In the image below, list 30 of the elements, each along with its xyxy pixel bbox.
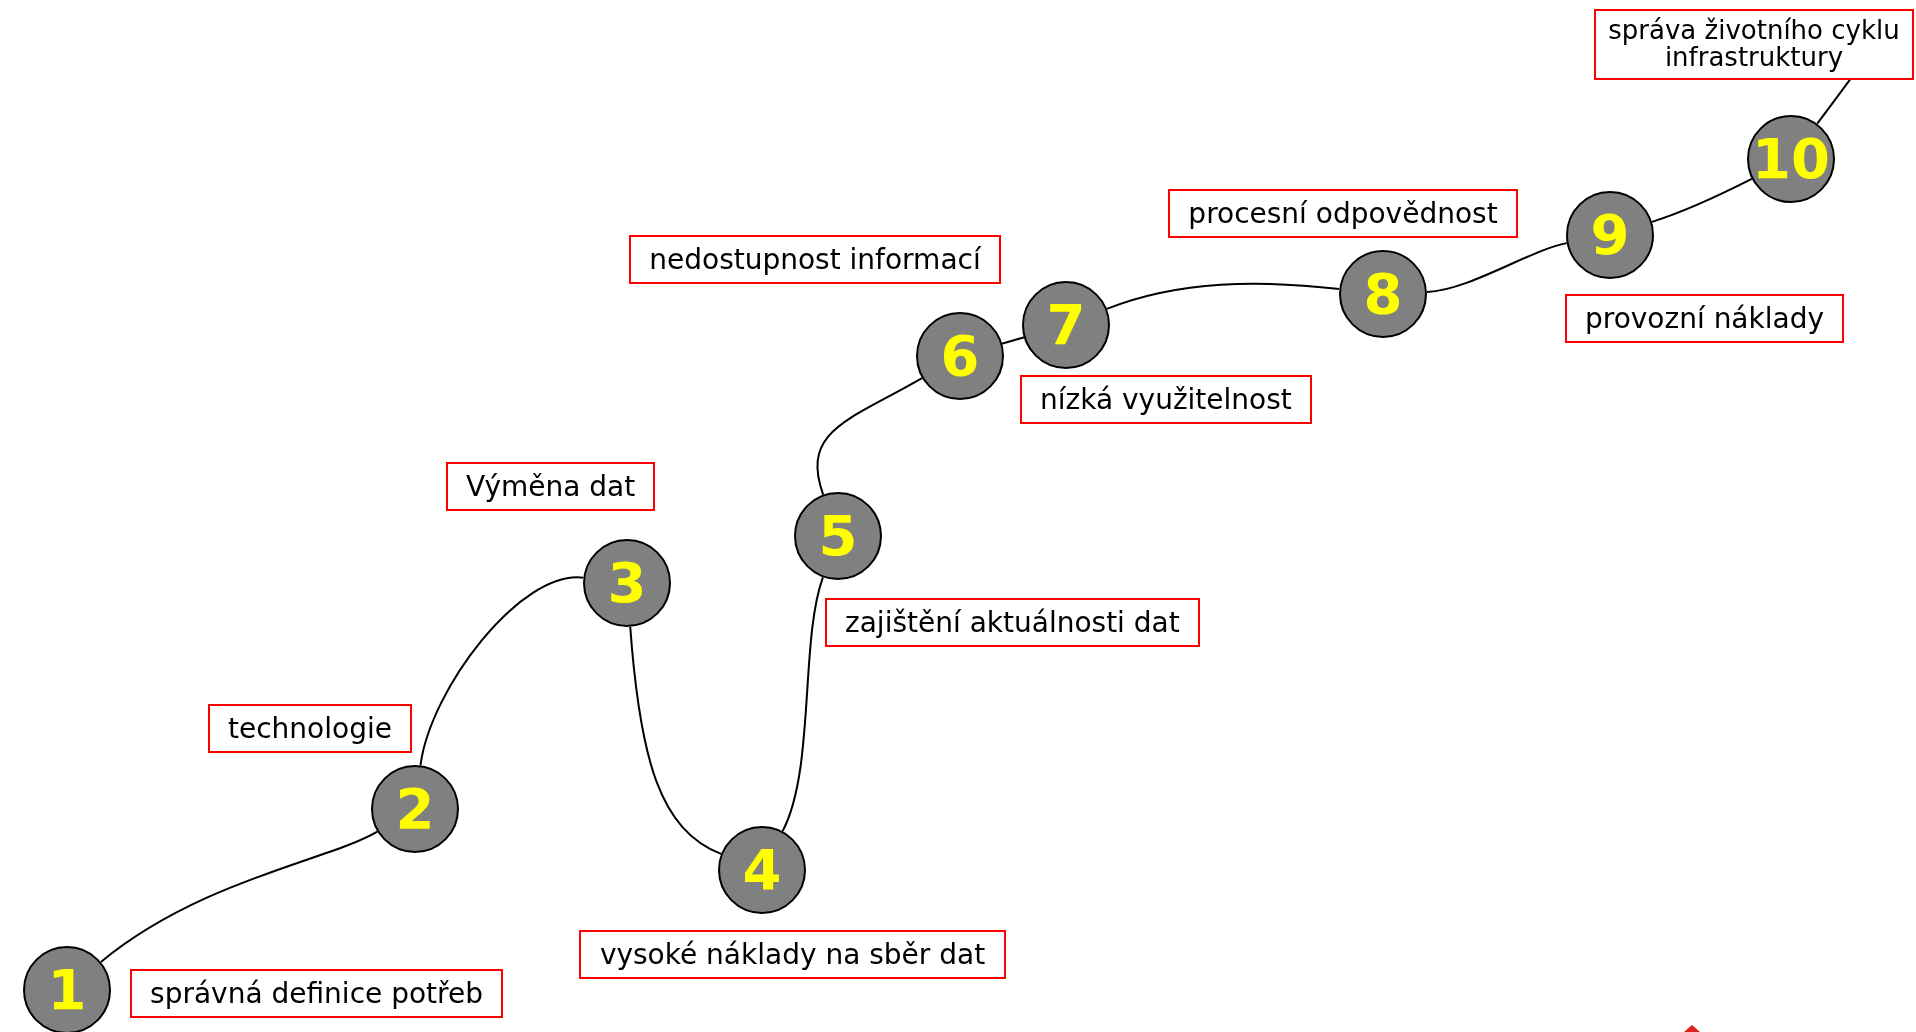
label-box: správa životního cyklu infrastruktury — [1594, 9, 1914, 80]
step-number: 10 — [1752, 131, 1830, 187]
step-number: 7 — [1046, 297, 1086, 353]
connector-line — [781, 576, 824, 833]
connector-line — [99, 830, 379, 963]
connector-line — [1105, 282, 1341, 310]
step-number: 9 — [1590, 207, 1630, 263]
label-box: procesní odpovědnost — [1168, 189, 1518, 239]
label-box: správná definice potřeb — [130, 969, 503, 1019]
step-number: 5 — [818, 508, 858, 564]
label-box: zajištění aktuálnosti dat — [825, 598, 1200, 648]
connector-line — [1001, 336, 1025, 345]
connector-line — [419, 576, 585, 767]
connector-line — [1651, 177, 1753, 223]
step-number: 6 — [940, 328, 980, 384]
connector-line — [1425, 242, 1568, 293]
step-number: 3 — [607, 555, 647, 611]
label-box: vysoké náklady na sběr dat — [579, 930, 1006, 980]
label-box: provozní náklady — [1565, 294, 1845, 344]
label-box: nízká využitelnost — [1020, 375, 1312, 425]
label-box: nedostupnost informací — [629, 235, 1001, 285]
connector-line — [629, 625, 723, 855]
step-number: 2 — [395, 781, 435, 837]
step-number: 1 — [47, 962, 87, 1018]
connector-line — [1816, 78, 1851, 125]
step-number: 4 — [742, 842, 782, 898]
connector-line — [816, 377, 923, 496]
step-number: 8 — [1363, 266, 1403, 322]
label-box: Výměna dat — [446, 462, 656, 512]
label-box: technologie — [208, 704, 412, 754]
